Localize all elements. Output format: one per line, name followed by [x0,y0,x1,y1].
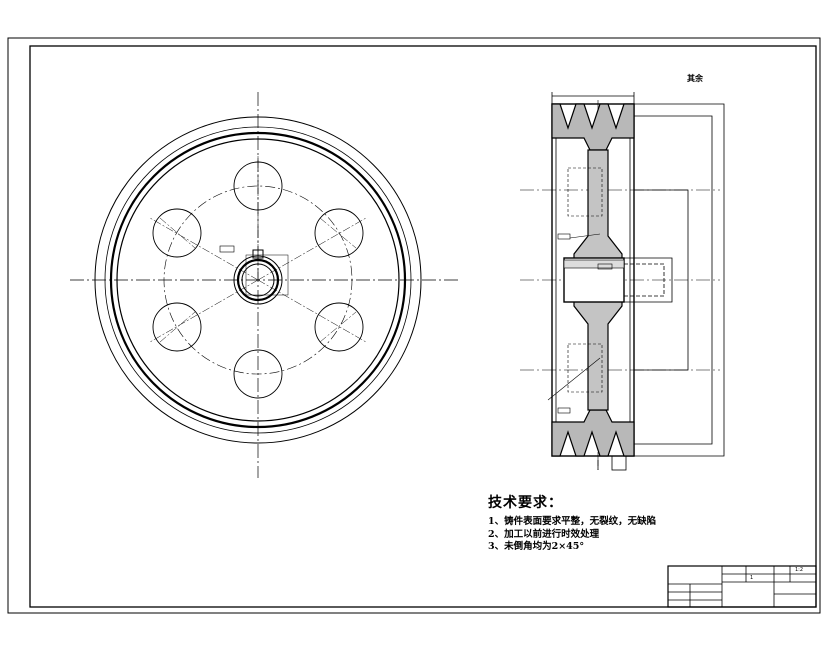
bore-inner-circle [241,263,275,297]
hole-section [567,343,603,393]
keyway-section [563,259,625,269]
outer-frame [7,37,821,614]
lightening-hole [314,302,364,352]
rim-outline [551,103,635,457]
requirement-item: 3、未倒角均为2×45° [488,541,585,552]
technical-requirements: 技术要求： 1、铸件表面要求平整，无裂纹，无缺陷 2、加工以前进行时效处理 3、… [488,492,656,554]
section-view [520,92,725,471]
dimension-tag [557,407,571,414]
leader-line [569,233,601,239]
lightening-hole [314,208,364,258]
lightening-hole [152,208,202,258]
lightening-hole [233,349,283,399]
dimension-tag [219,245,235,253]
requirement-item: 2、加工以前进行时效处理 [488,528,600,540]
rim-inner-circle [116,138,400,422]
groove-circle [104,126,412,434]
hub-circle [233,255,283,305]
technical-requirements-title: 技术要求： [488,495,563,511]
shaft-bore-circle [236,258,280,302]
dimension-lines [551,92,725,471]
bottom-groove-section [551,409,635,457]
outer-rim-circle [94,116,422,444]
keyway [252,249,264,259]
lightening-hole [152,302,202,352]
hub-detail-box [245,254,289,296]
dimension-tag [597,263,613,270]
inner-border [29,45,817,608]
hole-radial-lines [149,156,367,343]
title-block-scale: 1:2 [795,567,804,573]
hole-section [567,167,603,217]
rim-edge-circle [109,131,407,429]
top-groove-section [551,103,635,151]
title-block-cell: 1 [750,575,754,581]
front-view [70,92,458,478]
leader-line [547,357,601,401]
hole-pitch-circle [163,185,353,375]
surface-roughness-note: 其余 [687,73,703,83]
dimension-tag [557,233,571,240]
requirement-item: 1、铸件表面要求平整，无裂纹，无缺陷 [488,516,657,527]
title-block [667,565,817,608]
